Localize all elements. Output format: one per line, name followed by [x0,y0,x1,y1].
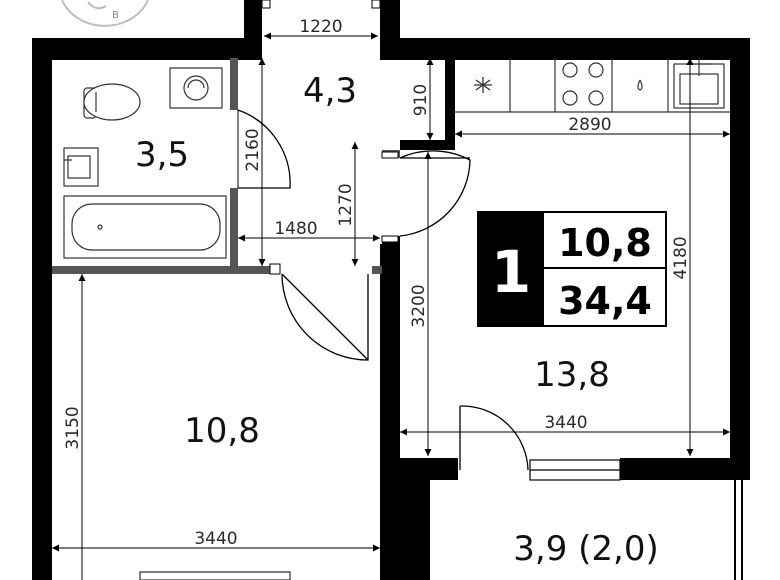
room-areas: 4,3 3,5 10,8 13,8 3,9 (2,0) [135,71,659,569]
badge-total-area: 34,4 [558,279,652,323]
faucet-icon [637,79,643,91]
area-hall: 4,3 [303,71,357,111]
logo-letter: B [112,10,119,21]
door-posts [269,151,399,275]
bathroom-door-swing [237,109,291,189]
outer-walls [32,0,750,580]
balcony-window [529,459,621,481]
bathtub-icon [63,195,227,259]
balcony-edge [734,480,743,580]
toilet-icon [83,83,141,121]
dimension-lines [52,32,730,580]
stove-icon [562,62,604,106]
label-hall-depth: 2160 [243,128,263,171]
label-niche-depth: 910 [411,84,431,116]
kitchen-counter [455,58,730,113]
label-bath-width: 1480 [274,219,317,239]
area-living: 13,8 [534,355,610,395]
kitchen-sink-icon [673,58,725,109]
label-kitchen-depth: 4180 [671,236,691,279]
balcony-door-swing [459,405,529,471]
label-entrance-width: 1220 [299,17,342,37]
label-kitchen-width: 2890 [568,115,611,135]
washing-machine-icon [169,67,223,109]
label-living-width: 3440 [544,413,587,433]
label-bedroom-width: 3440 [194,529,237,549]
area-bathroom: 3,5 [135,135,189,175]
badge-rooms-count: 1 [491,238,531,306]
label-hall-inner-depth: 1270 [336,183,356,226]
area-balcony: 3,9 (2,0) [513,529,658,569]
living-door-swing [399,150,471,237]
label-living-depth: 3200 [409,284,429,327]
badge-living-area: 10,8 [558,221,652,265]
sink-icon [63,147,99,187]
bedroom-window [139,571,291,580]
label-bedroom-depth: 3150 [63,406,83,449]
area-bedroom: 10,8 [184,411,260,451]
fridge-icon [474,77,492,93]
area-badge: 1 10,8 34,4 [477,211,667,327]
bedroom-door-swing [281,273,369,361]
dimension-labels: 1220 2160 910 2890 1270 1480 3440 3200 4… [63,17,691,549]
brand-logo: B [61,0,149,27]
